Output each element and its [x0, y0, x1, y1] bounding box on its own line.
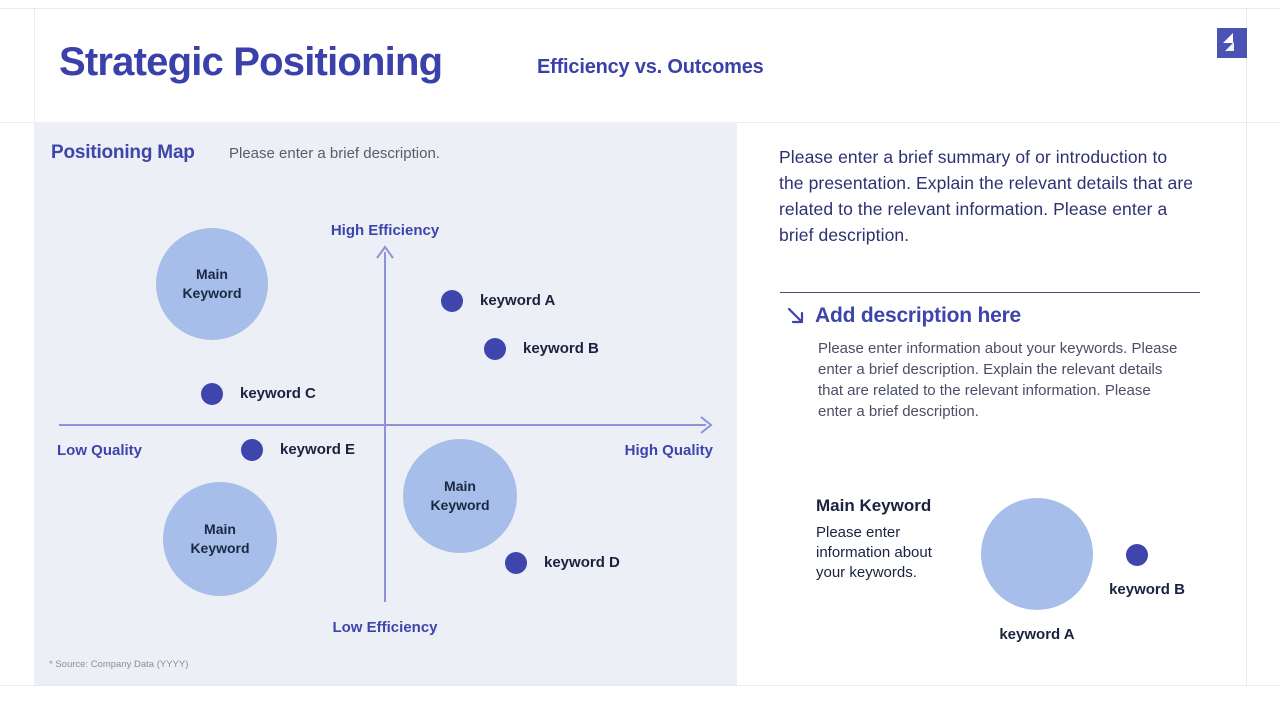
y-axis-arrowhead-icon — [376, 245, 394, 259]
map-point-label: keyword D — [544, 554, 620, 571]
positioning-map-chart: High Efficiency Low Efficiency Low Quali… — [34, 122, 737, 685]
map-bubble-label: Main Keyword — [190, 521, 250, 556]
legend-heading: Main Keyword — [816, 496, 932, 515]
legend-main-keyword-bubble — [981, 498, 1093, 610]
brand-logo-icon — [1217, 28, 1247, 58]
axis-label-left: Low Quality — [57, 442, 143, 459]
map-point-label: keyword B — [523, 340, 599, 357]
map-point — [201, 383, 223, 405]
legend-keyword-dot — [1126, 544, 1148, 566]
map-point-label: keyword E — [280, 441, 356, 458]
page-title: Strategic Positioning — [59, 40, 443, 84]
x-axis-arrowhead-icon — [700, 416, 713, 434]
axis-label-right: High Quality — [624, 442, 713, 459]
section-divider — [780, 292, 1200, 293]
map-heading: Positioning Map — [51, 142, 195, 163]
map-bubble: Main Keyword — [156, 228, 268, 340]
map-point — [241, 439, 263, 461]
frame-line-top — [0, 8, 1280, 9]
map-point — [484, 338, 506, 360]
frame-line-bottom — [0, 685, 1280, 686]
map-point — [441, 290, 463, 312]
legend-dot-label: keyword B — [1109, 581, 1185, 598]
page-subtitle: Efficiency vs. Outcomes — [537, 56, 764, 78]
map-point — [505, 552, 527, 574]
quadrant-axes — [59, 245, 713, 602]
legend-body: Please enter information about your keyw… — [816, 524, 932, 581]
map-point-label: keyword A — [480, 292, 556, 309]
map-description: Please enter a brief description. — [229, 145, 440, 162]
positioning-map-panel: Positioning Map Please enter a brief des… — [34, 122, 737, 685]
map-bubble-label: Main Keyword — [430, 478, 490, 513]
axis-label-top: High Efficiency — [330, 222, 440, 239]
intro-paragraph: Please enter a brief summary of or intro… — [779, 147, 1194, 245]
description-heading: Add description here — [815, 304, 1022, 327]
map-bubble: Main Keyword — [403, 439, 517, 553]
map-bubble: Main Keyword — [163, 482, 277, 596]
axis-label-bottom: Low Efficiency — [332, 619, 438, 636]
map-point-label: keyword C — [240, 385, 316, 402]
source-note: * Source: Company Data (YYYY) — [49, 659, 189, 670]
frame-line-right — [1246, 8, 1247, 685]
map-bubble-label: Main Keyword — [182, 266, 242, 301]
arrow-down-right-icon — [786, 306, 806, 326]
description-body: Please enter information about your keyw… — [818, 340, 1178, 420]
legend-bubble-label: keyword A — [999, 626, 1075, 643]
